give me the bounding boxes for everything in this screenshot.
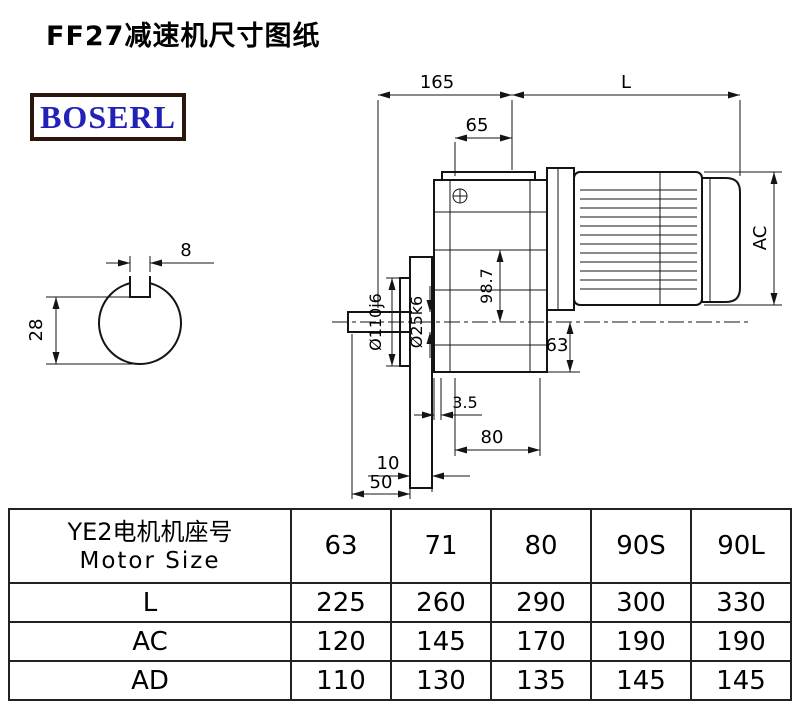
table-cell: 300 [590, 582, 692, 623]
table-cell: 130 [390, 660, 492, 701]
keyway-mask [130, 270, 150, 297]
table-cell: 145 [690, 660, 792, 701]
row-label-AC: AC [8, 621, 292, 662]
dim-label-AC: AC [750, 226, 771, 251]
dim-10: 10 [368, 453, 470, 492]
column-header-71: 71 [390, 508, 492, 584]
dim-63: 63 [546, 322, 580, 373]
dim-80: 80 [454, 378, 541, 456]
brand-logo-text: BOSERL [40, 99, 176, 135]
table-cell: 145 [590, 660, 692, 701]
dim-motor-diameter: AC [704, 171, 782, 306]
dimension-drawing: 8 28 [26, 72, 782, 499]
column-header-90S: 90S [590, 508, 692, 584]
dim-label-98-7: 98.7 [477, 268, 496, 304]
motor-size-header-en: Motor Size [79, 547, 221, 574]
dim-label-65: 65 [466, 115, 489, 136]
table-cell: 260 [390, 582, 492, 623]
column-header-90L: 90L [690, 508, 792, 584]
table-cell: 290 [490, 582, 592, 623]
dim-shaft-diameter: Ø25k6 [407, 286, 434, 358]
dim-label-flange-spigot: Ø110j6 [366, 293, 385, 351]
table-row-AC: AC 120 145 170 190 190 [8, 621, 792, 662]
dim-65: 65 [454, 115, 512, 176]
table-cell: 170 [490, 621, 592, 662]
output-shaft [347, 311, 412, 333]
table-header-row: YE2电机机座号 Motor Size 63 71 80 90S 90L [8, 508, 792, 584]
column-header-63: 63 [290, 508, 392, 584]
fan-cowl [701, 177, 741, 303]
dim-label-L: L [621, 72, 631, 93]
dim-motor-length: L [512, 72, 741, 176]
dim-3-5: 3.5 [414, 378, 482, 420]
dim-50: 50 [351, 334, 411, 499]
dim-label-shaft-diameter: Ø25k6 [407, 296, 426, 348]
flange-spigot [399, 277, 411, 367]
table-cell: 190 [590, 621, 692, 662]
row-label-L: L [8, 582, 292, 623]
row-label-AD: AD [8, 660, 292, 701]
table-row-L: L 225 260 290 300 330 [8, 582, 792, 623]
dim-spigot-diameter: Ø110j6 [366, 277, 400, 367]
dimension-table: YE2电机机座号 Motor Size 63 71 80 90S 90L L 2… [8, 508, 792, 701]
dim-keyway-depth: 28 [26, 296, 136, 365]
dim-label-63: 63 [546, 335, 569, 356]
motor-adapter [546, 167, 575, 311]
motor-body [573, 171, 703, 306]
column-header-80: 80 [490, 508, 592, 584]
dim-label-165: 165 [420, 72, 454, 93]
table-cell: 120 [290, 621, 392, 662]
table-cell: 135 [490, 660, 592, 701]
dim-label-50: 50 [370, 472, 393, 493]
dim-label-keyway-depth: 28 [26, 319, 47, 342]
table-cell: 225 [290, 582, 392, 623]
table-cell: 330 [690, 582, 792, 623]
motor-size-header-cn: YE2电机机座号 [67, 517, 233, 546]
dim-165: 165 [377, 72, 513, 308]
dim-keyway-width: 8 [106, 240, 214, 272]
gearmotor-side-view: 165 L 65 AC Ø110j6 [332, 72, 782, 499]
keyway-outline [129, 276, 151, 298]
table-cell: 145 [390, 621, 492, 662]
dim-label-10: 10 [377, 453, 400, 474]
shaft-section-view: 8 28 [26, 240, 214, 365]
mounting-flange [409, 256, 433, 489]
table-cell: 110 [290, 660, 392, 701]
table-cell: 190 [690, 621, 792, 662]
motor-size-header: YE2电机机座号 Motor Size [8, 508, 292, 584]
brand-logo: BOSERL [30, 93, 186, 141]
dim-label-3-5: 3.5 [452, 393, 477, 412]
dim-label-80: 80 [481, 427, 504, 448]
table-row-AD: AD 110 130 135 145 145 [8, 660, 792, 701]
dim-98-7: 98.7 [477, 250, 504, 322]
page-title: FF27减速机尺寸图纸 [46, 21, 321, 52]
dim-label-keyway-width: 8 [180, 240, 191, 261]
